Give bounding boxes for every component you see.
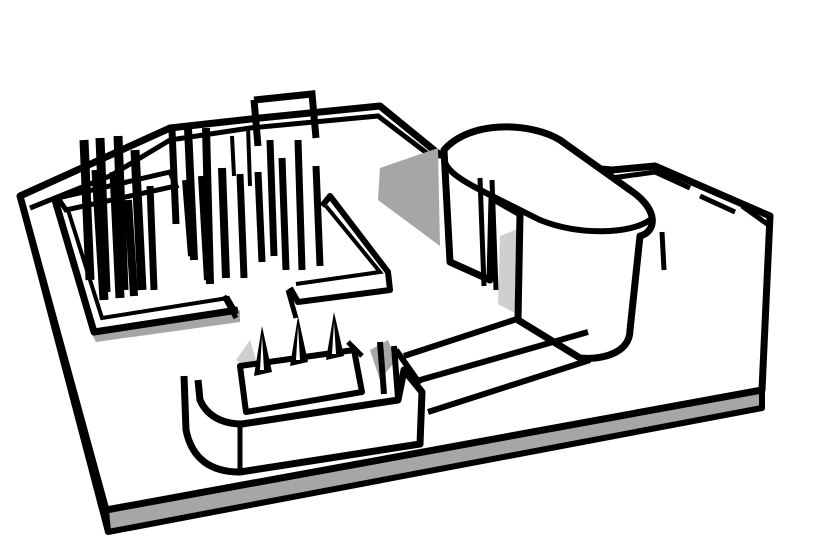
cone-highlights [260,322,336,370]
pavilion-body [440,123,656,362]
walkway-bridge [403,315,591,415]
pavilion-shadow [378,148,440,246]
platform-rim-dash-2 [698,193,737,215]
platform-side-shadow [100,390,762,532]
walkway-lower-rail [419,329,589,383]
cone-sculptures [254,312,344,376]
cone-3 [326,312,344,360]
cone-1 [254,326,272,376]
courtyard-lines [221,289,364,358]
pavilion-roof-curve [440,149,652,235]
hall-right-wall-inner [295,204,384,286]
hall-outer-wall [51,199,239,336]
walkway-upper-rail [403,315,521,359]
entrance-block [180,312,426,476]
platform-rim-dash-3 [740,203,772,229]
platform-rim-dash-1 [611,169,692,191]
curved-pavilion [378,123,667,362]
hall-right-wall [287,193,393,305]
pillar-hall [51,90,393,342]
hall-pillars [79,125,324,301]
hall-gate [250,90,320,147]
walkway-front-rail [427,357,591,415]
pavilion-edge-mark [659,231,667,271]
entrance-front-wall [180,366,426,476]
entrance-post-left [377,341,387,395]
entrance-post-right [391,345,401,399]
entrance-side-wall [393,348,423,386]
pavilion-opening [477,177,499,291]
cone-2 [290,316,308,366]
platform-left-edge [17,195,111,533]
